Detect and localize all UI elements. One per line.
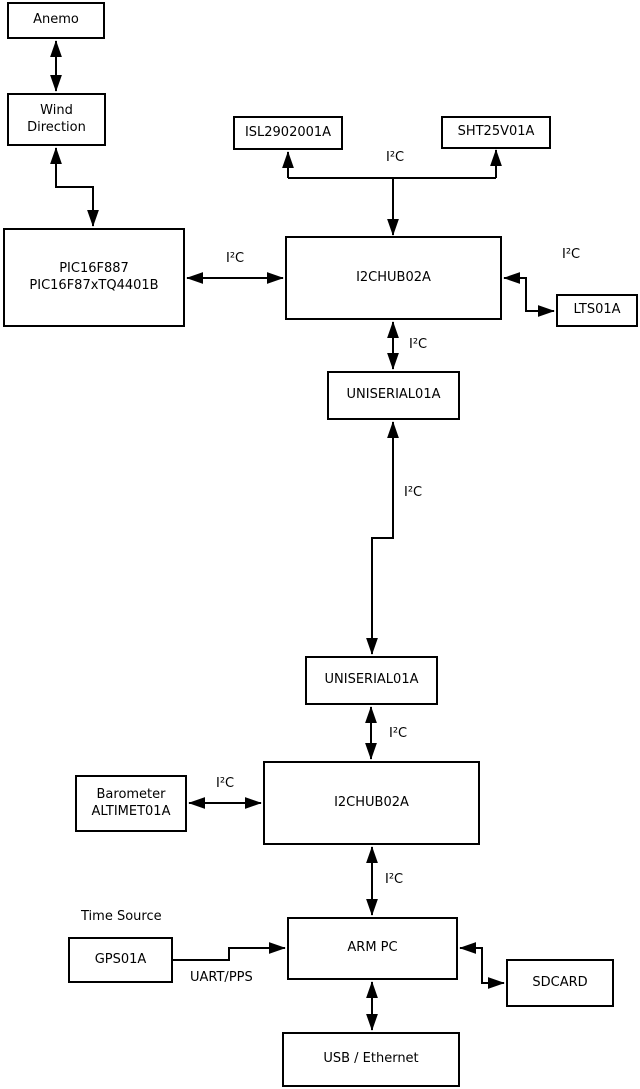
node-isl2902001a-label: ISL2902001A	[244, 124, 332, 140]
node-usb-ethernet: USB / Ethernet	[282, 1032, 460, 1087]
node-gps01a-label: GPS01A	[94, 951, 147, 967]
label-i2c-uniserial-link: I²C	[404, 485, 423, 500]
node-lts01a-label: LTS01A	[573, 302, 621, 318]
node-i2chub-top: I2CHUB02A	[285, 236, 502, 320]
edge-armpc-sdcard	[459, 942, 505, 989]
node-sht25v01a: SHT25V01A	[441, 116, 551, 149]
node-pic: PIC16F887 PIC16F87xTQ4401B	[3, 228, 185, 327]
node-isl2902001a: ISL2902001A	[233, 116, 343, 150]
node-barometer-label-line2: ALTIMET01A	[91, 803, 171, 819]
node-lts01a: LTS01A	[556, 294, 638, 327]
node-i2chub-top-label: I2CHUB02A	[356, 269, 431, 285]
label-i2c-top-bus: I²C	[386, 150, 405, 165]
label-i2c-barometer-hub: I²C	[216, 776, 235, 791]
edge-i2chub-top-lts	[503, 272, 555, 317]
node-i2chub-bottom-label: I2CHUB02A	[334, 794, 409, 810]
node-barometer: Barometer ALTIMET01A	[75, 775, 187, 832]
node-sdcard: SDCARD	[506, 959, 614, 1007]
node-barometer-label-line1: Barometer	[96, 787, 166, 803]
node-arm-pc-label: ARM PC	[347, 940, 398, 956]
label-i2c-hub-uniserial-top: I²C	[409, 337, 428, 352]
edge-uniserial-top-uniserial-bottom	[366, 421, 399, 655]
node-uniserial-top-label: UNISERIAL01A	[346, 387, 441, 403]
node-sdcard-label: SDCARD	[532, 974, 588, 990]
node-wind-direction-label-line2: Direction	[27, 119, 86, 135]
node-pic-label-line2: PIC16F87xTQ4401B	[29, 277, 159, 293]
node-sht25v01a-label: SHT25V01A	[457, 124, 535, 140]
label-i2c-hub-armpc: I²C	[385, 872, 404, 887]
label-i2c-pic-hub: I²C	[226, 251, 245, 266]
edge-winddirection-pic	[50, 147, 99, 227]
node-anemo: Anemo	[7, 2, 105, 39]
edge-gps-armpc	[173, 942, 286, 961]
node-wind-direction-label-line1: Wind	[40, 103, 73, 119]
node-uniserial-bottom-label: UNISERIAL01A	[324, 672, 419, 688]
node-uniserial-top: UNISERIAL01A	[327, 371, 460, 420]
label-i2c-uniserial-hub-bottom: I²C	[389, 726, 408, 741]
label-i2c-hub-lts: I²C	[562, 247, 581, 262]
node-wind-direction: Wind Direction	[7, 93, 106, 146]
node-gps01a: GPS01A	[68, 937, 173, 983]
node-arm-pc: ARM PC	[287, 917, 458, 980]
node-uniserial-bottom: UNISERIAL01A	[305, 656, 438, 705]
label-uart-pps: UART/PPS	[190, 970, 253, 985]
node-i2chub-bottom: I2CHUB02A	[263, 761, 480, 845]
node-usb-ethernet-label: USB / Ethernet	[323, 1051, 419, 1067]
node-pic-label-line1: PIC16F887	[59, 261, 129, 277]
label-time-source: Time Source	[81, 909, 162, 924]
node-anemo-label: Anemo	[33, 12, 79, 28]
